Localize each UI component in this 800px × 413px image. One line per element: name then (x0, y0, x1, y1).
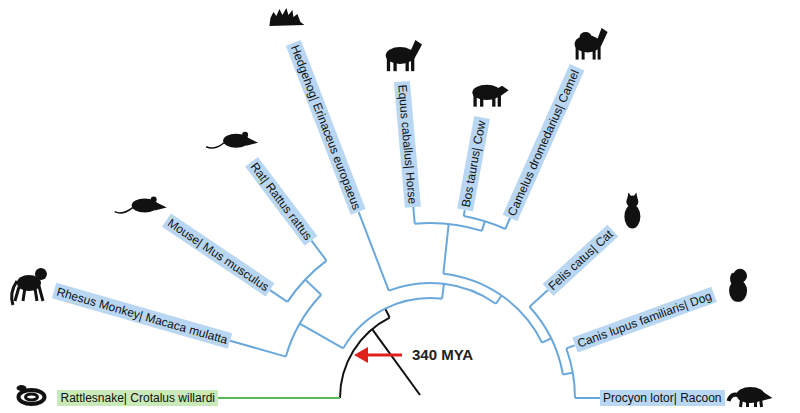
clade-arc (389, 283, 496, 304)
taxon-name: Equus caballus| Horse (396, 84, 420, 205)
branch-line (496, 296, 502, 304)
clade-arc (530, 307, 563, 375)
taxon-name: Canis lupus familiaris| Dog (575, 289, 713, 351)
animal-icon (269, 8, 304, 26)
taxon-label: Felis catus| Cat (543, 224, 619, 296)
animal-icon (12, 268, 47, 305)
taxon-name: Procyon lotor| Racoon (603, 391, 722, 405)
clade-arc (287, 261, 326, 302)
taxon-name: Mouse| Mus musculus (165, 216, 272, 294)
clade-arc (566, 348, 575, 398)
animal-icon (115, 197, 167, 213)
clade-arc (343, 298, 442, 348)
taxon-label: Camelus dromedarius| Camel (503, 64, 585, 221)
branch-line (464, 210, 465, 216)
animal-icon (624, 193, 640, 229)
taxon-name: Rhesus Monkey| Macaca mulatta (55, 284, 229, 346)
branch-line (575, 397, 600, 399)
branch-line (359, 212, 389, 290)
taxon-name: Bos taurus| Cow (458, 120, 488, 209)
branch-line (482, 221, 485, 231)
animal-icon (472, 85, 508, 107)
branch-line (442, 284, 444, 299)
clade-arc (443, 274, 542, 343)
branch-line (505, 218, 510, 229)
taxon-name: Rat| Rattus rattus (248, 160, 315, 243)
branch-line (305, 280, 321, 295)
branch-line (385, 309, 389, 318)
taxon-name: Felis catus| Cat (545, 227, 615, 293)
branch-line (530, 290, 548, 307)
branch-line (311, 241, 326, 261)
taxon-label: Rhesus Monkey| Macaca mulatta (52, 282, 233, 348)
taxon-label: Hedgehog| Erinaceus europaeus (286, 40, 366, 215)
taxon-name: Camelus dromedarius| Camel (505, 68, 582, 219)
taxon-label: Rattlesnake| Crotalus willardi (57, 390, 218, 406)
taxon-label: Canis lupus familiaris| Dog (572, 287, 716, 353)
taxon-name: Hedgehog| Erinaceus europaeus (288, 43, 364, 212)
taxon-label: Rat| Rattus rattus (245, 157, 317, 246)
branch-line (270, 290, 287, 302)
clade-arc (464, 216, 506, 229)
animal-icon (575, 28, 608, 60)
taxon-label: Mouse| Mus musculus (162, 213, 275, 296)
clade-arc (286, 295, 321, 357)
taxon-label: Bos taurus| Cow (457, 116, 490, 211)
branch-line (218, 397, 340, 399)
time-label: 340 MYA (410, 346, 475, 364)
animal-icon (16, 385, 44, 404)
branch-line (566, 345, 574, 348)
clade-arc (340, 318, 390, 398)
pointer-arrow (364, 354, 402, 357)
animal-icon (206, 132, 258, 148)
animal-icon (729, 387, 773, 407)
branch-line (563, 373, 573, 375)
branch-line (413, 207, 414, 224)
branch-line (230, 341, 286, 357)
branch-line (443, 224, 448, 274)
taxon-name: Rattlesnake| Crotalus willardi (60, 391, 215, 405)
taxon-label: Procyon lotor| Racoon (600, 390, 725, 406)
clade-arc (415, 223, 482, 231)
animal-icon (729, 269, 747, 302)
taxon-label: Equus caballus| Horse (394, 81, 421, 208)
arrow-head (354, 347, 368, 363)
branch-line (300, 324, 343, 349)
branch-line (542, 338, 551, 342)
animal-icon (386, 40, 422, 71)
